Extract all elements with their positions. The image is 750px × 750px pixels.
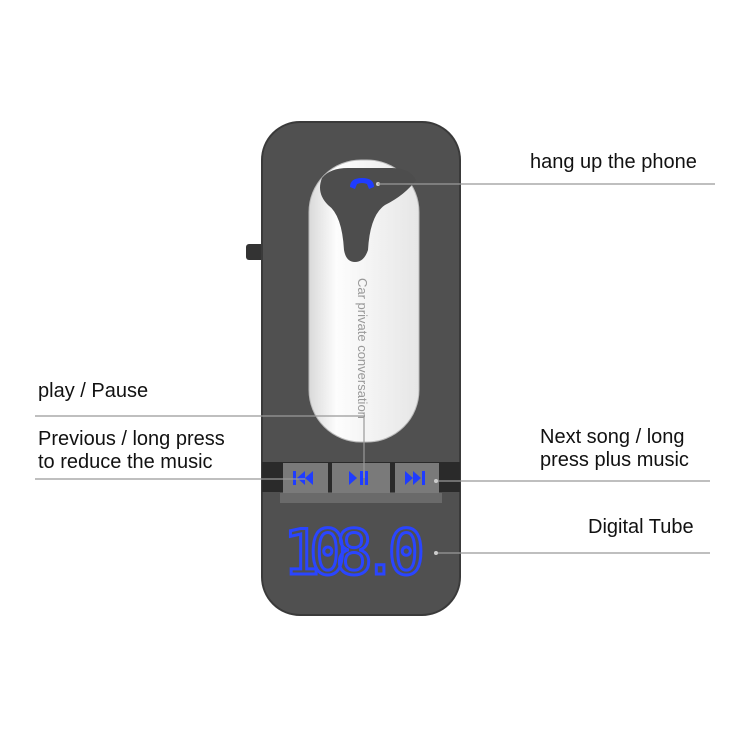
play-pause-icon [349,471,368,485]
label-digital-tube: Digital Tube [588,516,694,538]
label-previous-2: to reduce the music [38,451,213,473]
phone-icon [350,178,374,189]
previous-icon [293,471,313,485]
leader-lines [35,183,715,554]
label-hang-up: hang up the phone [530,151,697,173]
hang-up-button[interactable] [320,168,416,262]
earpiece-text: Car private conversation [355,278,370,419]
side-knob [246,244,264,260]
label-previous-1: Previous / long press [38,428,225,450]
next-icon [405,471,425,485]
label-next-2: press plus music [540,449,689,471]
label-next-1: Next song / long [540,426,685,448]
digital-tube-display: 108.0 [283,516,425,589]
label-play-pause: play / Pause [38,380,149,402]
